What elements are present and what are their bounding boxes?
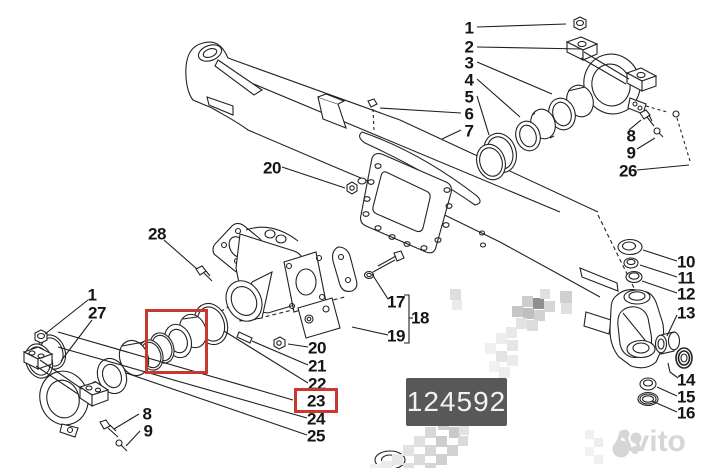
mosaic-censor-patches xyxy=(370,289,603,468)
callout-1: 1 xyxy=(87,285,97,305)
axle-housing xyxy=(185,41,601,298)
part-number-box: 124592 xyxy=(406,378,507,426)
callout-9: 9 xyxy=(143,421,153,441)
callout-8: 8 xyxy=(626,126,636,146)
callout-12: 12 xyxy=(677,284,695,304)
callout-9: 9 xyxy=(626,143,636,163)
left-trunnion-parts xyxy=(22,302,406,468)
leader-lines xyxy=(44,23,690,447)
callout-11: 11 xyxy=(677,268,695,288)
steering-knuckle xyxy=(579,214,693,407)
callout-26: 26 xyxy=(619,161,637,181)
callout-8: 8 xyxy=(142,404,152,424)
callout-14: 14 xyxy=(677,370,695,390)
callout-20: 20 xyxy=(308,338,326,358)
callout-21: 21 xyxy=(308,356,326,376)
callout-10: 10 xyxy=(677,252,695,272)
callout-27: 27 xyxy=(88,303,106,323)
callout-23: 23 xyxy=(307,391,325,411)
avito-dots-logo-icon xyxy=(612,429,642,458)
callout-13: 13 xyxy=(677,303,695,323)
callout-7: 7 xyxy=(464,121,474,141)
callout-19: 19 xyxy=(387,326,405,346)
callout-28: 28 xyxy=(148,224,166,244)
callout-15: 15 xyxy=(677,387,695,407)
callout-5: 5 xyxy=(464,87,474,107)
highlight-box-rings xyxy=(145,309,208,374)
callout-4: 4 xyxy=(464,70,474,90)
callout-17: 17 xyxy=(387,292,405,312)
callout-24: 24 xyxy=(307,409,325,429)
watermark: Avito xyxy=(612,427,686,458)
callout-1: 1 xyxy=(464,18,474,38)
callout-2: 2 xyxy=(464,37,474,57)
highlight-box-label-23 xyxy=(294,388,338,413)
part-number-text: 124592 xyxy=(406,386,507,417)
callout-16: 16 xyxy=(677,403,695,423)
differential-carrier xyxy=(79,222,405,391)
callout-6: 6 xyxy=(464,104,474,124)
trunnion-clamp-top xyxy=(476,16,691,181)
callout-18: 18 xyxy=(411,308,429,328)
callout-25: 25 xyxy=(307,426,325,446)
callout-3: 3 xyxy=(464,53,474,73)
callout-20: 20 xyxy=(263,158,281,178)
